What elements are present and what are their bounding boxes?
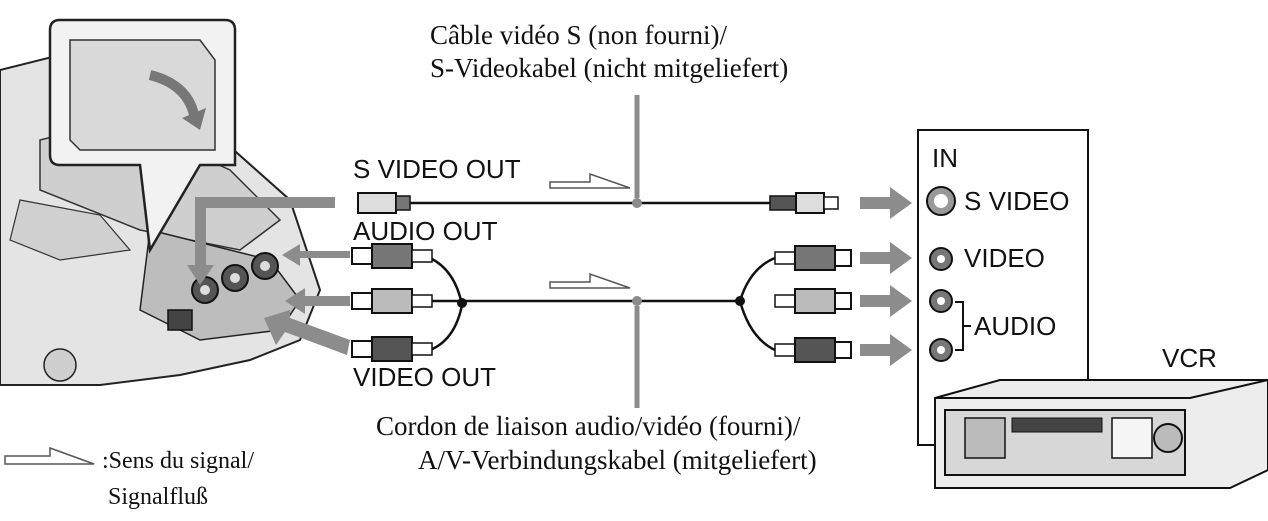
- in-label: IN: [932, 143, 958, 173]
- s-video-cable: [357, 192, 839, 214]
- video-in-label: VIDEO: [964, 243, 1045, 273]
- rca-jack-icon: [929, 247, 953, 362]
- s-video-cable-label-de: S-Videokabel (nicht mitgeliefert): [430, 53, 788, 83]
- rca-plug-icon: [351, 243, 433, 362]
- av-cable-label-de: A/V-Verbindungskabel (mitgeliefert): [418, 445, 817, 475]
- s-video-out-label: S VIDEO OUT: [353, 154, 521, 184]
- audio-in-label: AUDIO: [974, 311, 1056, 341]
- legend-text-fr: :Sens du signal/: [102, 448, 254, 474]
- s-video-cable-label: Câble vidéo S (non fourni)/: [430, 20, 727, 50]
- audio-bracket: [955, 301, 971, 351]
- audio-out-label: AUDIO OUT: [353, 216, 498, 246]
- camcorder-arrows: [187, 197, 350, 355]
- camcorder-illustration: [0, 18, 322, 386]
- av-cable: [420, 256, 776, 352]
- s-video-in-label: S VIDEO: [964, 186, 1069, 216]
- legend-signal-arrow-icon: [4, 446, 95, 465]
- av-cable-label: Cordon de liaison audio/vidéo (fourni)/: [376, 411, 801, 441]
- rca-plug-icon-right: [774, 245, 852, 363]
- video-out-label: VIDEO OUT: [353, 362, 496, 392]
- legend-text-de: Signalfluß: [108, 484, 208, 510]
- input-arrows: [860, 187, 912, 366]
- signal-direction-arrow-icon: [549, 172, 631, 289]
- s-video-jack-icon: [926, 186, 956, 216]
- vcr-illustration: [934, 379, 1268, 489]
- vcr-label: VCR: [1162, 343, 1217, 373]
